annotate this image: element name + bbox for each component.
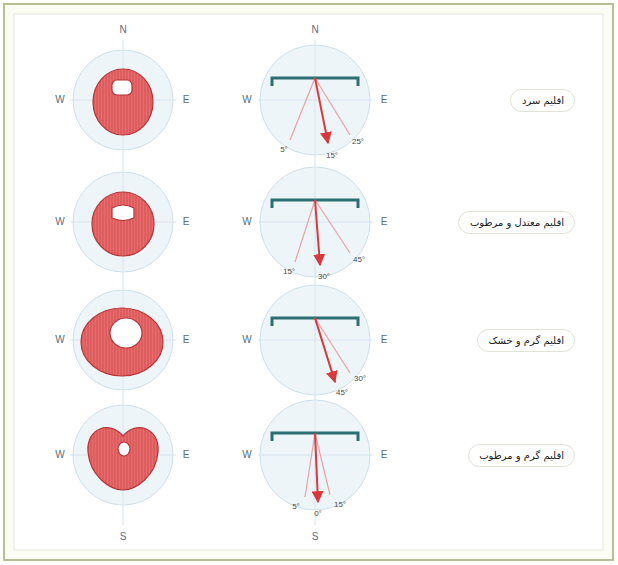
orientation-arrows bbox=[315, 78, 335, 502]
angle-label: 45° bbox=[353, 256, 365, 264]
compass-letter: S bbox=[312, 532, 319, 542]
angle-label: 15° bbox=[326, 152, 338, 160]
compass-letter: W bbox=[55, 450, 64, 460]
compass-letter: E bbox=[183, 335, 190, 345]
angle-label: 15° bbox=[334, 501, 346, 509]
compass-letter: W bbox=[242, 450, 251, 460]
compass-letter: W bbox=[242, 335, 251, 345]
orientation-brackets bbox=[272, 78, 358, 441]
frame bbox=[4, 4, 613, 560]
compass-letter: E bbox=[183, 217, 190, 227]
compass-letter: S bbox=[120, 532, 127, 542]
plan-forms bbox=[81, 69, 163, 490]
compass-letter: E bbox=[381, 335, 388, 345]
angle-label: 5° bbox=[292, 503, 300, 511]
compass-letter: E bbox=[183, 95, 190, 105]
compass-letter: E bbox=[381, 95, 388, 105]
compass-letter: W bbox=[55, 335, 64, 345]
compass-axes bbox=[70, 40, 372, 525]
angle-label: 25° bbox=[352, 138, 364, 146]
panel bbox=[14, 14, 603, 550]
angle-label: 30° bbox=[354, 375, 366, 383]
angle-label: 30° bbox=[318, 273, 330, 281]
angle-label: 15° bbox=[283, 268, 295, 276]
compass-discs bbox=[73, 45, 370, 510]
compass-letter: E bbox=[381, 450, 388, 460]
compass-letter: E bbox=[183, 450, 190, 460]
climate-label-box: اقلیم معتدل و مرطوب bbox=[458, 211, 575, 234]
compass-letter: N bbox=[119, 25, 126, 35]
compass-letter: W bbox=[55, 95, 64, 105]
angle-label: 45° bbox=[336, 389, 348, 397]
climate-label-box: اقلیم گرم و مرطوب bbox=[468, 444, 575, 467]
angle-label: 5° bbox=[280, 146, 288, 154]
compass-letter: W bbox=[242, 217, 251, 227]
compass-letter: N bbox=[311, 25, 318, 35]
climate-name: اقلیم گرم و مرطوب bbox=[479, 449, 564, 462]
climate-name: اقلیم سرد bbox=[521, 94, 564, 107]
climate-label-box: اقلیم گرم و خشک bbox=[477, 329, 575, 352]
compass-letter: E bbox=[381, 217, 388, 227]
climate-label-box: اقلیم سرد bbox=[510, 89, 575, 112]
compass-letter: W bbox=[242, 95, 251, 105]
angle-label: 0° bbox=[314, 510, 322, 518]
climate-name: اقلیم معتدل و مرطوب bbox=[469, 216, 564, 229]
compass-letter: W bbox=[55, 217, 64, 227]
climate-name: اقلیم گرم و خشک bbox=[488, 334, 564, 347]
range-lines bbox=[290, 78, 350, 497]
